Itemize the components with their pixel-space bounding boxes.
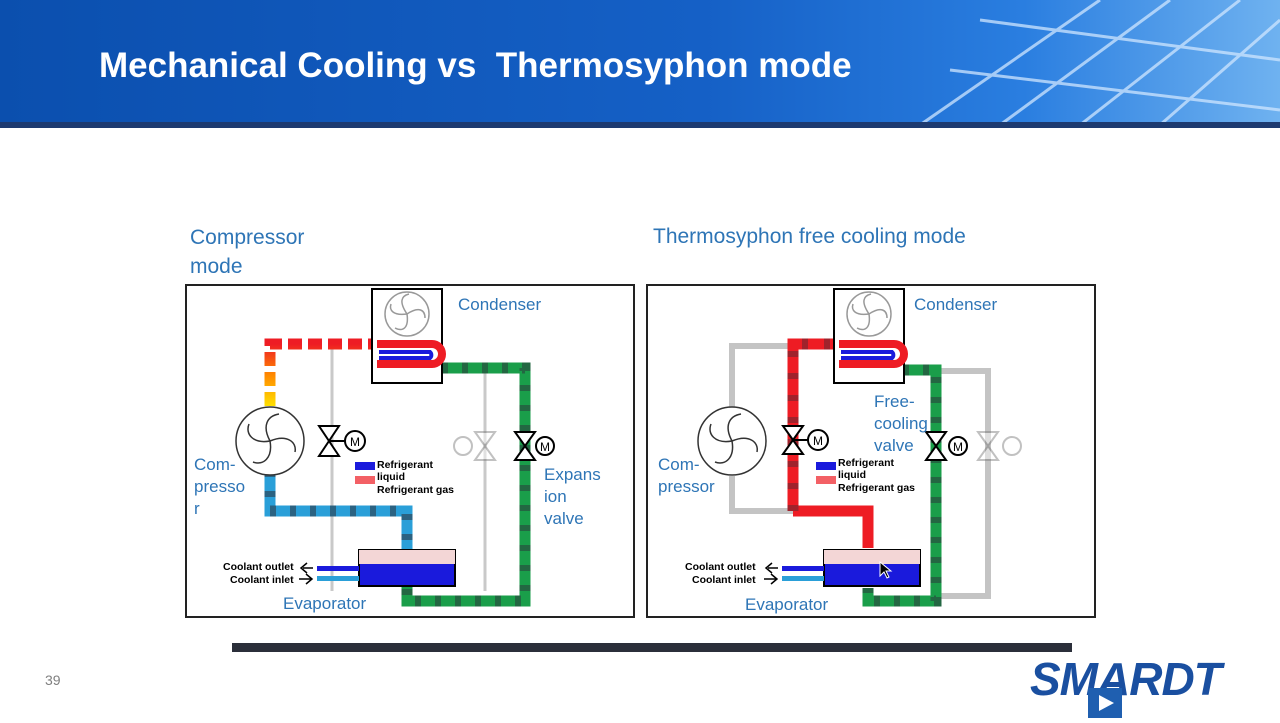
coolant-inlet-pipe xyxy=(782,576,824,581)
compressor-mode-heading: Compressor mode xyxy=(190,223,304,281)
page-number: 39 xyxy=(45,672,61,688)
coolant-inlet-arrow xyxy=(299,573,314,585)
evaporator-label: Evaporator xyxy=(745,595,829,614)
expansion-valve-label: Expans ion valve xyxy=(544,464,601,530)
condenser-fan-icon xyxy=(384,291,430,337)
inactive-expansion-loop xyxy=(938,368,991,599)
compressor-label-line3: r xyxy=(194,499,200,518)
legend-liquid-line2: liquid xyxy=(838,469,866,481)
condenser-coil-hot xyxy=(839,340,908,368)
legend-liquid-line1: Refrigerant xyxy=(838,457,895,469)
compressor-mode-heading-line2: mode xyxy=(190,255,243,278)
progress-bar xyxy=(232,643,1072,652)
freecool-label-line3: valve xyxy=(874,436,914,455)
compressor-label-line2: presso xyxy=(194,477,246,496)
legend-gas-swatch xyxy=(355,476,375,484)
condenser-fan-icon xyxy=(846,291,892,337)
condenser-coil-cold xyxy=(841,350,896,360)
legend-liquid-line1: Refrigerant xyxy=(377,459,434,471)
play-button[interactable] xyxy=(1088,688,1122,718)
coolant-outlet-pipe xyxy=(782,566,824,571)
compressor-label-line1: Com- xyxy=(658,455,700,474)
liquid-line xyxy=(401,362,531,607)
svg-text:M: M xyxy=(953,440,963,454)
coolant-outlet-label: Coolant outlet xyxy=(223,561,294,573)
freecool-label-line1: Free- xyxy=(874,392,915,411)
coolant-inlet-pipe xyxy=(317,576,359,581)
compressor-label: Com- presso r xyxy=(194,454,245,520)
expansion-label-line2: ion xyxy=(544,487,567,506)
legend-liquid-swatch xyxy=(355,462,375,470)
expansion-label-line1: Expans xyxy=(544,465,601,484)
thermosyphon-mode-schematic: M M xyxy=(697,288,1022,607)
play-icon xyxy=(1099,695,1114,711)
coolant-inlet-label: Coolant inlet xyxy=(230,574,294,586)
evaporator-gas-zone xyxy=(824,550,920,564)
slide-title: Mechanical Cooling vs Thermosyphon mode xyxy=(99,46,852,85)
building-graphic xyxy=(919,0,1280,125)
condenser-label: Condenser xyxy=(458,295,542,314)
thermosyphon-mode-heading: Thermosyphon free cooling mode xyxy=(653,225,966,248)
vapor-riser-line xyxy=(793,505,874,548)
condenser-coil-hot xyxy=(377,340,446,368)
slide-header: Mechanical Cooling vs Thermosyphon mode xyxy=(0,0,1280,125)
coolant-inlet-arrow xyxy=(764,573,779,585)
expansion-valve-icon: M xyxy=(513,431,555,461)
svg-text:M: M xyxy=(813,434,823,448)
condenser-label: Condenser xyxy=(914,295,998,314)
mouse-cursor-icon xyxy=(879,560,893,579)
compressor-label: Com- pressor xyxy=(658,454,715,498)
freecooling-valve-icon: M xyxy=(924,431,968,461)
legend-liquid-label: Refrigerant liquid xyxy=(838,457,894,481)
svg-text:M: M xyxy=(540,440,550,454)
evaporator-label: Evaporator xyxy=(283,594,367,613)
compressor-label-line1: Com- xyxy=(194,455,236,474)
svg-text:M: M xyxy=(350,435,360,449)
coolant-outlet-arrow xyxy=(299,562,313,574)
legend-gas-label: Refrigerant gas xyxy=(377,484,455,496)
header-divider xyxy=(0,122,1280,128)
compressor-mode-heading-line1: Compressor xyxy=(190,226,305,249)
freecool-label-line2: cooling xyxy=(874,414,928,433)
expansion-valve-inactive-icon xyxy=(976,431,1022,461)
legend-gas-swatch xyxy=(816,476,836,484)
freecool-valve-inactive-icon xyxy=(453,431,497,461)
inactive-compressor-suction xyxy=(729,476,793,514)
smardt-logo: SMARDT xyxy=(1030,653,1222,705)
legend-gas-label: Refrigerant gas xyxy=(838,482,916,494)
freecooling-valve-label: Free- cooling valve xyxy=(874,391,928,457)
legend-liquid-line2: liquid xyxy=(377,471,405,483)
motorized-valve-icon: M xyxy=(317,425,366,457)
compressor-label-line2: pressor xyxy=(658,477,715,496)
condenser-coil-cold xyxy=(379,350,434,360)
thermosyphon-mode-diagram: M M Condenser Free- cooling valve Com- xyxy=(646,284,1096,618)
coolant-outlet-arrow xyxy=(764,562,778,574)
compressor-mode-schematic: M M xyxy=(235,288,555,607)
expansion-label-line3: valve xyxy=(544,509,584,528)
hot-gas-line xyxy=(264,338,372,406)
compressor-icon xyxy=(235,406,305,476)
legend-liquid-swatch xyxy=(816,462,836,470)
compressor-mode-diagram: M M Condenser Com- presso r Expans ion xyxy=(185,284,635,618)
legend-liquid-label: Refrigerant liquid xyxy=(377,459,433,483)
coolant-outlet-label: Coolant outlet xyxy=(685,561,756,573)
compressor-icon xyxy=(697,406,767,476)
coolant-inlet-label: Coolant inlet xyxy=(692,574,756,586)
coolant-outlet-pipe xyxy=(317,566,359,571)
hot-gas-line xyxy=(787,338,836,511)
evaporator-gas-zone xyxy=(359,550,455,564)
motorized-valve-icon: M xyxy=(781,425,829,455)
